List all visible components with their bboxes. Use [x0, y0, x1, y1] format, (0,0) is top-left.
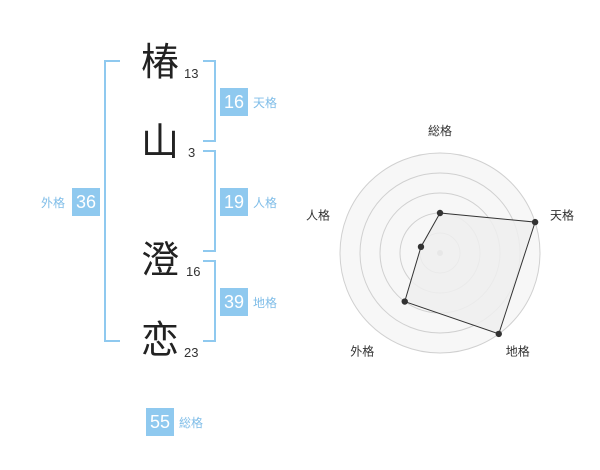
gaikaku-label: 外格: [41, 196, 66, 210]
gaikaku-value: 36: [72, 188, 100, 216]
stroke-count-2: 3: [188, 145, 196, 160]
radar-axis-label: 天格: [550, 207, 574, 222]
name-char-2: 山: [141, 120, 180, 164]
gaikaku-bracket: [104, 60, 120, 342]
radar-point-天格: [531, 218, 539, 226]
stroke-count-3: 16: [186, 264, 201, 279]
tenkaku-label: 天格: [253, 96, 278, 110]
tenkaku-value: 16: [220, 88, 248, 116]
stroke-count-1: 13: [184, 66, 199, 81]
jinkaku-value: 19: [220, 188, 248, 216]
radar-point-人格: [417, 243, 425, 251]
radar-axis-label: 人格: [306, 207, 330, 222]
jinkaku-bracket: [203, 150, 216, 252]
stroke-count-4: 23: [184, 345, 199, 360]
chikaku-label: 地格: [253, 296, 278, 310]
chikaku-bracket: [203, 260, 216, 342]
name-char-4: 恋: [141, 318, 180, 362]
tenkaku-bracket: [203, 60, 216, 142]
name-char-3: 澄: [141, 238, 180, 282]
radar-point-地格: [495, 330, 502, 338]
soukaku-value: 55: [146, 408, 174, 436]
radar-series-area: [404, 212, 536, 335]
radar-ring-5: [339, 152, 541, 354]
soukaku-label: 総格: [179, 416, 204, 430]
radar-point-外格: [401, 298, 408, 305]
chikaku-value: 39: [220, 288, 248, 316]
name-char-1: 椿: [141, 40, 180, 84]
radar-axis-label: 総格: [428, 123, 452, 138]
radar-axis-label: 地格: [506, 344, 530, 359]
radar-point-総格: [436, 209, 444, 217]
jinkaku-label: 人格: [253, 196, 278, 210]
radar-axis-label: 外格: [350, 344, 374, 359]
